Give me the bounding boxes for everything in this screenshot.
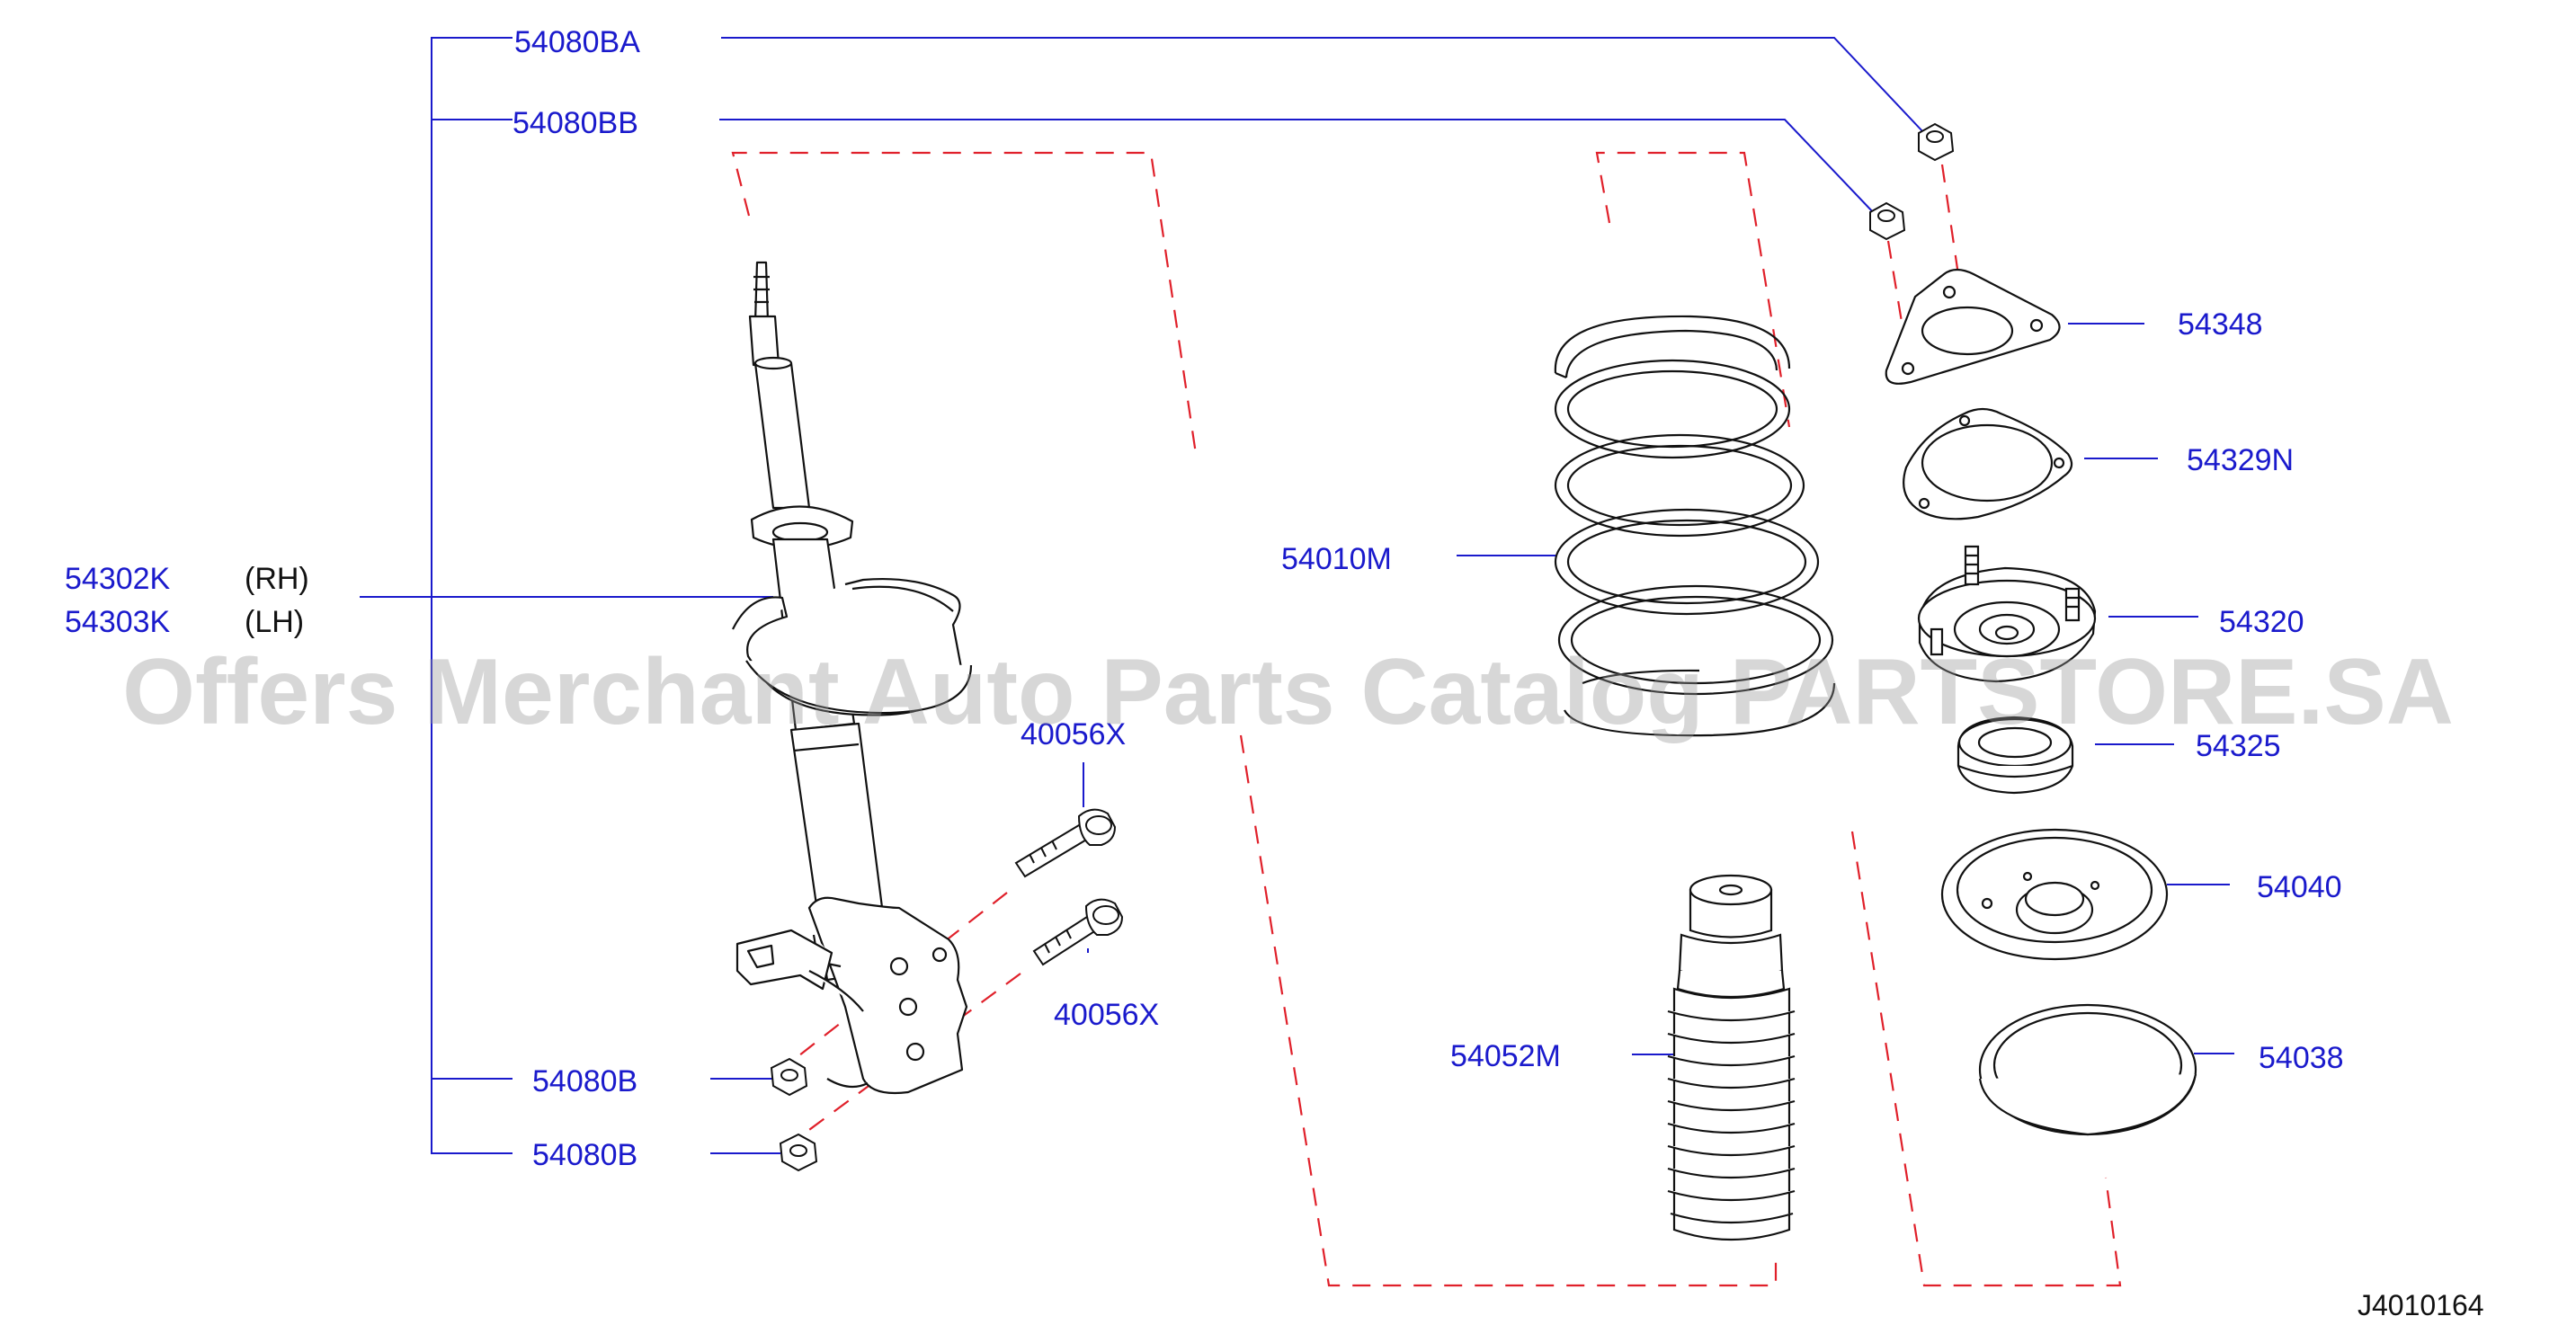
part-label-54080BA[interactable]: 54080BA xyxy=(514,25,640,59)
nut-54080BB-part[interactable] xyxy=(1869,201,1906,241)
part-label-54348[interactable]: 54348 xyxy=(2178,307,2263,342)
gasket-54329N-part[interactable] xyxy=(1903,407,2073,520)
diagram-reference-code: J4010164 xyxy=(2358,1289,2484,1321)
part-label-54052M[interactable]: 54052M xyxy=(1450,1039,1561,1073)
plate-54348-part[interactable] xyxy=(1885,268,2061,385)
spring-seat-54040-part[interactable] xyxy=(1940,828,2169,961)
bump-boot-part[interactable] xyxy=(1667,874,1796,1241)
part-label-54038[interactable]: 54038 xyxy=(2259,1041,2344,1075)
part-label-54325[interactable]: 54325 xyxy=(2196,729,2281,763)
nut-54080BA-part[interactable] xyxy=(1918,122,1955,162)
part-label-54080BB[interactable]: 54080BB xyxy=(513,106,638,140)
part-label-54010M[interactable]: 54010M xyxy=(1281,542,1392,576)
side-label-rh: (RH) xyxy=(245,562,309,596)
bolt-lower-part[interactable] xyxy=(1032,898,1124,966)
part-label-54040[interactable]: 54040 xyxy=(2257,870,2342,904)
part-label-40056X-lower[interactable]: 40056X xyxy=(1054,998,1160,1032)
side-label-lh: (LH) xyxy=(245,605,305,639)
nut-54080B-lower-part[interactable] xyxy=(779,1133,818,1172)
part-label-54302K[interactable]: 54302K xyxy=(65,562,171,596)
part-label-54303K[interactable]: 54303K xyxy=(65,605,171,639)
part-label-54080B-lower[interactable]: 54080B xyxy=(532,1138,638,1172)
leader-lines xyxy=(360,37,2234,1154)
strut-assembly-part[interactable] xyxy=(732,261,973,1095)
part-label-54080B-upper[interactable]: 54080B xyxy=(532,1064,638,1098)
part-label-40056X-upper[interactable]: 40056X xyxy=(1021,717,1127,751)
bolt-upper-part[interactable] xyxy=(1014,808,1117,878)
nut-54080B-upper-part[interactable] xyxy=(770,1057,808,1097)
strut-mount-54320-part[interactable] xyxy=(1917,545,2097,683)
bearing-54325-part[interactable] xyxy=(1957,716,2074,795)
part-label-54329N[interactable]: 54329N xyxy=(2187,443,2295,477)
insulator-54038-part[interactable] xyxy=(1978,1003,2197,1136)
coil-spring-part[interactable] xyxy=(1554,315,1836,737)
part-label-54320[interactable]: 54320 xyxy=(2219,605,2304,639)
